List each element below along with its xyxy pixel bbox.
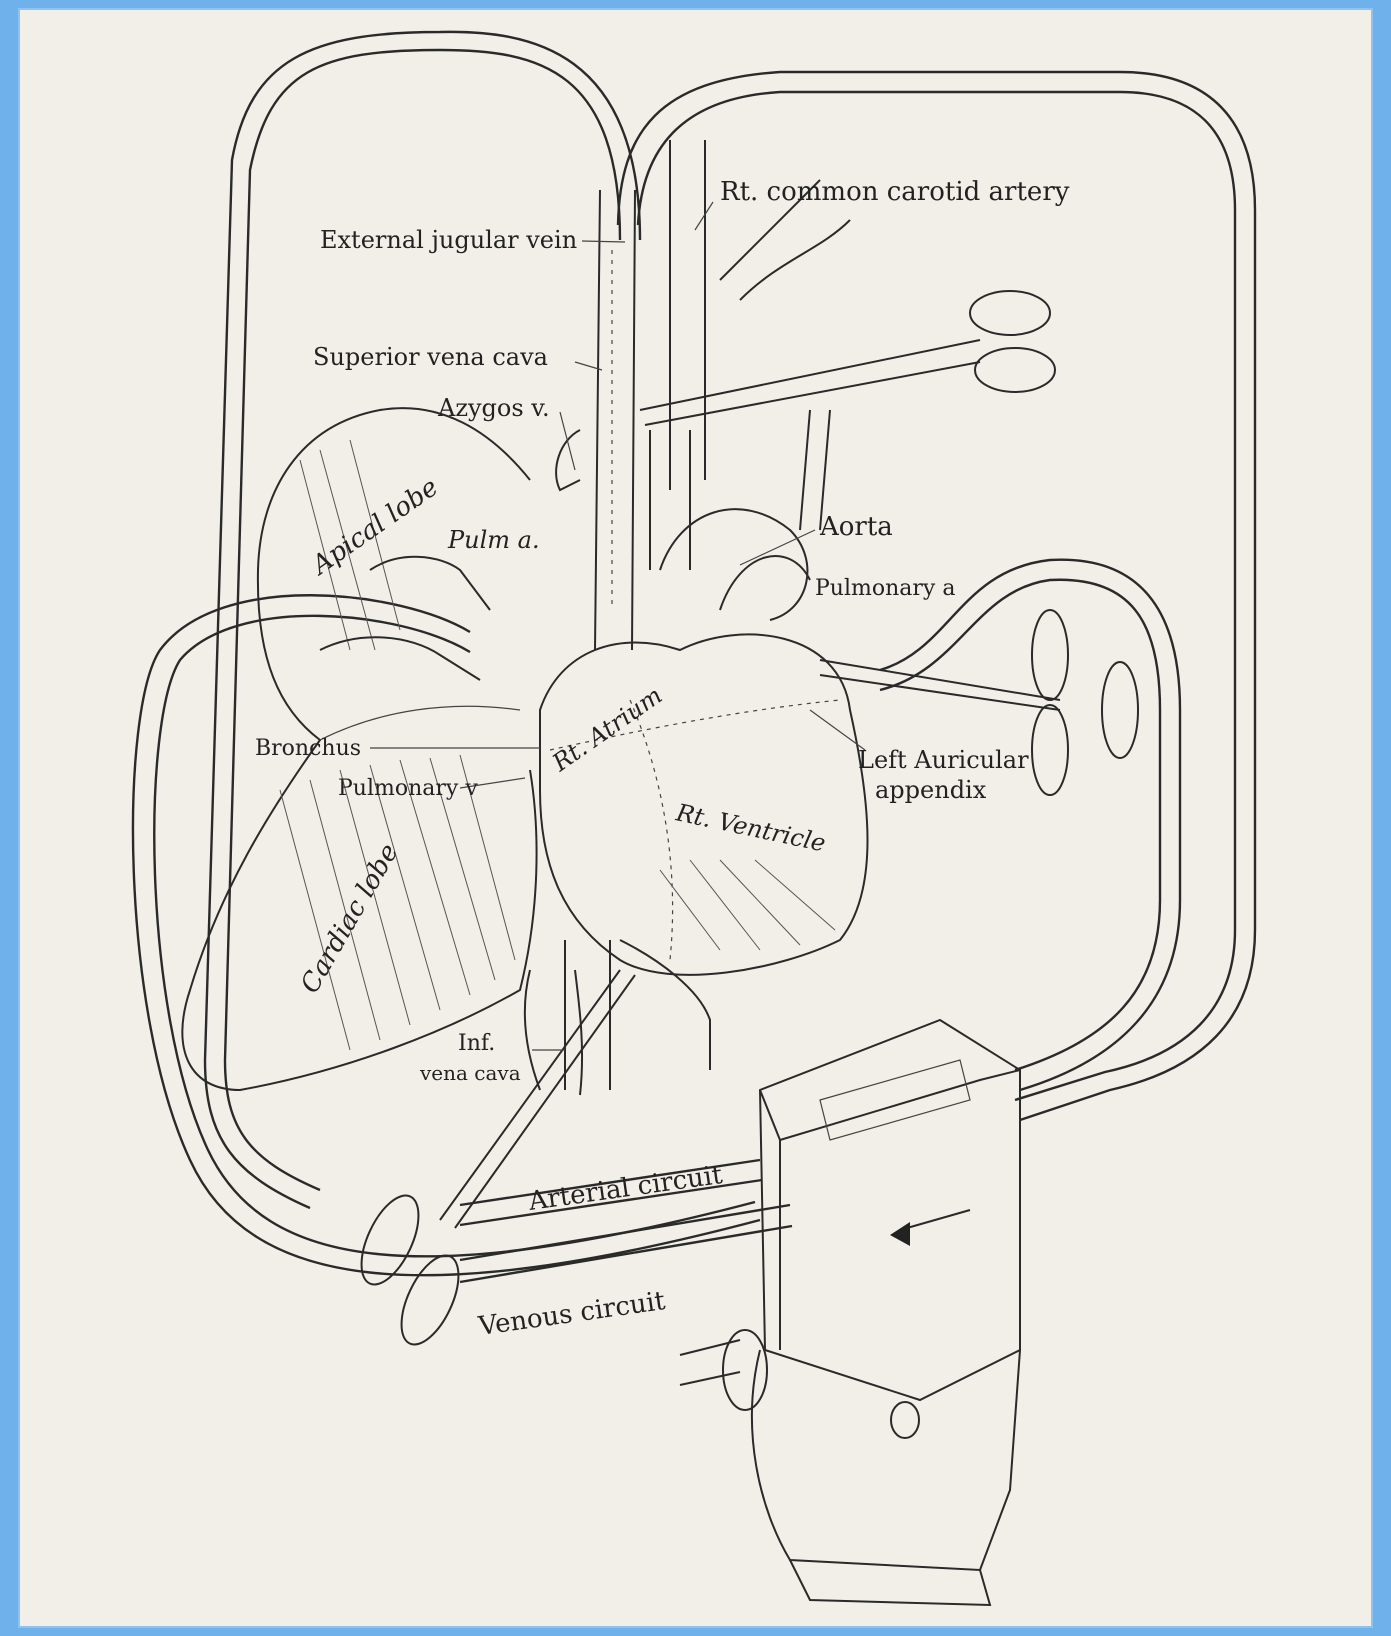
label-pulmonary-v: Pulmonary v: [338, 776, 478, 801]
label-appendix: appendix: [875, 776, 987, 804]
label-superior-vena-cava: Superior vena cava: [313, 343, 548, 371]
label-pulm-a: Pulm a.: [447, 526, 540, 554]
aorta-vessel: [650, 140, 850, 620]
auricular-tube-loop: [880, 560, 1180, 1090]
heart-lung-pump-diagram: Rt. common carotid artery External jugul…: [20, 10, 1371, 1626]
label-apical-lobe: Apical lobe: [305, 472, 444, 582]
label-rt-ventricle: Rt. Ventricle: [673, 798, 828, 857]
vena-cava-vessel: [556, 190, 635, 1090]
illustration-paper: Rt. common carotid artery External jugul…: [20, 10, 1371, 1626]
inferior-vena-cava: [525, 940, 710, 1095]
label-cardiac-lobe: Cardiac lobe: [295, 839, 405, 999]
label-aorta: Aorta: [819, 512, 893, 542]
label-inf: Inf.: [458, 1031, 495, 1056]
leader-lines: [370, 202, 865, 1050]
label-pulmonary-a: Pulmonary a: [815, 576, 955, 601]
clamp-upper: [640, 291, 1055, 425]
label-azygos: Azygos v.: [437, 394, 550, 422]
label-left-auricular: Left Auricular: [858, 746, 1029, 774]
label-vena-cava: vena cava: [419, 1061, 521, 1085]
label-external-jugular: External jugular vein: [320, 226, 577, 254]
label-venous-circuit: Venous circuit: [476, 1286, 668, 1342]
label-arterial-circuit: Arterial circuit: [526, 1160, 725, 1217]
lung-clamp: [320, 557, 490, 680]
label-rt-common-carotid: Rt. common carotid artery: [720, 177, 1070, 207]
pump-box: [680, 1020, 1020, 1605]
label-bronchus: Bronchus: [255, 736, 361, 761]
